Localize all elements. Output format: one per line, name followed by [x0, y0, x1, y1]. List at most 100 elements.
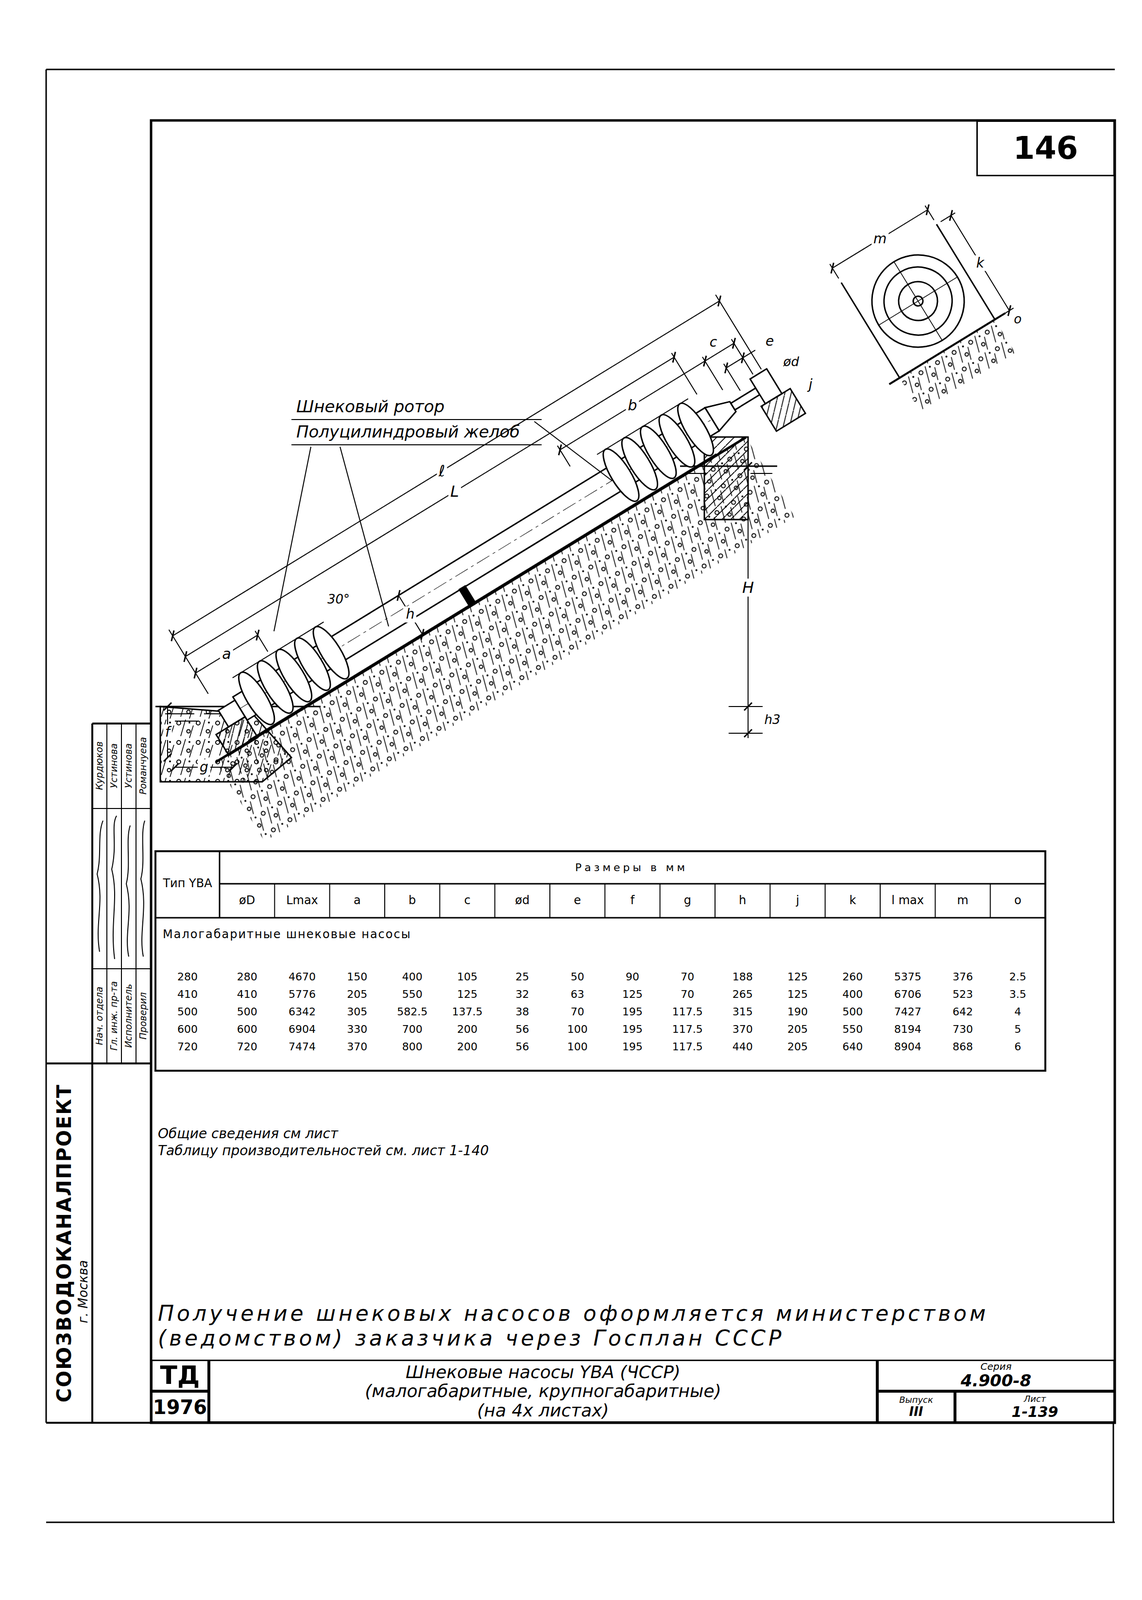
- table-cell: 188: [732, 971, 753, 984]
- part-name: Полуцилиндровый желоб: [296, 422, 520, 442]
- table-rule: [384, 884, 386, 919]
- cell-text: Серия: [980, 1361, 1012, 1373]
- stamp-text: Гл. инж. пр-та: [108, 981, 120, 1052]
- stamp-text: Исполнитель: [123, 984, 135, 1049]
- table-cell: 125: [457, 988, 478, 1001]
- leader-lines: [273, 419, 613, 632]
- cell-text: 1-139: [1011, 1404, 1059, 1421]
- table-cell: 70: [680, 971, 695, 984]
- table-cell: 56: [515, 1023, 529, 1036]
- table-cell: 3.5: [1009, 988, 1027, 1001]
- table-rule: [714, 884, 716, 919]
- table-rule: [989, 884, 991, 919]
- table-cell: 800: [402, 1040, 423, 1054]
- table-rule: [439, 884, 441, 919]
- table-cell: b: [408, 894, 416, 908]
- table-cell: 330: [346, 1023, 368, 1036]
- dimension-letter: e: [763, 333, 776, 350]
- dimension-letter: k: [974, 255, 987, 272]
- table-cell: 376: [952, 971, 973, 984]
- dimension-letter: ℓ: [436, 461, 447, 480]
- screw-pump: [144, 287, 849, 842]
- table-rule: [604, 884, 606, 919]
- table-cell: 200: [457, 1023, 478, 1036]
- table-cell: 400: [842, 988, 863, 1001]
- table-cell: 642: [952, 1005, 973, 1019]
- table-cell: 280: [177, 971, 198, 984]
- table-rule: [769, 884, 771, 919]
- table-cell: 730: [952, 1023, 973, 1036]
- table-cell: 265: [732, 988, 753, 1001]
- table-rule: [494, 884, 496, 919]
- note-text: Получение шнековых насосов оформляется м…: [157, 1301, 1110, 1351]
- table-cell: 137.5: [452, 1005, 483, 1019]
- table-cell: 70: [680, 988, 695, 1001]
- table-cell: 500: [842, 1005, 863, 1019]
- table-cell: 5776: [288, 988, 316, 1001]
- table-cell: 6706: [894, 988, 922, 1001]
- cell-text: Шнековые насосы YBA (ЧССР): [405, 1363, 681, 1383]
- table-cell: 600: [237, 1023, 258, 1036]
- cell-text: 4.900-8: [960, 1372, 1032, 1391]
- table-cell: 195: [622, 1023, 643, 1036]
- table-cell: 25: [515, 971, 529, 984]
- table-rule: [659, 884, 661, 919]
- table-cell: 8904: [894, 1040, 922, 1054]
- sheet-frame: [46, 69, 1115, 1523]
- table-cell: e: [573, 894, 581, 908]
- table-cell: 410: [177, 988, 198, 1001]
- table-cell: 8194: [894, 1023, 922, 1036]
- table-cell: 440: [732, 1040, 753, 1054]
- table-cell: 400: [402, 971, 423, 984]
- title-block-cell: Серия4.900-8: [877, 1360, 1115, 1392]
- cell-text: (малогабаритные, крупногабаритные): [364, 1381, 721, 1402]
- table-cell: 70: [570, 1005, 585, 1019]
- dimension-letter: H: [740, 579, 756, 597]
- dimension-letter: c: [707, 334, 719, 351]
- level-dimensions: [163, 462, 763, 772]
- dimension-letter: j: [806, 376, 815, 393]
- stamp-text: Романчуева: [137, 737, 149, 795]
- dimension-letter: a: [220, 646, 233, 664]
- title-block-cell: Шнековые насосы YBA (ЧССР)(малогабаритны…: [208, 1360, 878, 1424]
- table-cell: 205: [346, 988, 368, 1001]
- cell-text: (на 4х листах): [477, 1401, 609, 1421]
- note-text: Общие сведения см лист: [157, 1126, 339, 1142]
- cell-text: Выпуск: [899, 1395, 934, 1406]
- dimension-letter: m: [871, 231, 889, 247]
- end-view: [819, 194, 1034, 418]
- table-cell: 6342: [288, 1005, 316, 1019]
- table-cell: Тип YBA: [160, 877, 215, 891]
- table-cell: 370: [732, 1023, 753, 1036]
- table-cell: øD: [238, 894, 256, 908]
- table-cell: Lmax: [286, 894, 319, 908]
- table-cell: h: [738, 894, 747, 908]
- table-cell: 195: [622, 1040, 643, 1054]
- title-block-cell: Лист1-139: [954, 1391, 1115, 1424]
- table-cell: j: [796, 894, 800, 908]
- title-block-cell: 146: [976, 120, 1115, 177]
- title-block-cell: ТД: [151, 1360, 209, 1392]
- table-cell: 4: [1014, 1005, 1022, 1019]
- table-rule: [879, 884, 881, 919]
- table-cell: 117.5: [672, 1023, 703, 1036]
- table-cell: 100: [567, 1040, 588, 1054]
- table-cell: 523: [952, 988, 973, 1001]
- dimension-letter: ød: [781, 355, 802, 370]
- table-rule: [329, 884, 331, 919]
- size-table: [155, 851, 1046, 1072]
- table-cell: ød: [514, 894, 530, 908]
- table-cell: g: [683, 894, 692, 908]
- stamp-text: Проверил: [137, 992, 149, 1040]
- table-cell: 117.5: [672, 1005, 703, 1019]
- stamp-text: Курдюков: [94, 741, 105, 791]
- table-cell: 105: [457, 971, 478, 984]
- table-cell: 150: [346, 971, 368, 984]
- dimension-letter: o: [1011, 312, 1024, 327]
- table-cell: 190: [787, 1005, 808, 1019]
- table-cell: 6904: [288, 1023, 316, 1036]
- table-cell: l max: [891, 894, 924, 908]
- table-cell: 868: [952, 1040, 973, 1054]
- table-cell: 6: [1014, 1040, 1022, 1054]
- table-cell: 7427: [894, 1005, 922, 1019]
